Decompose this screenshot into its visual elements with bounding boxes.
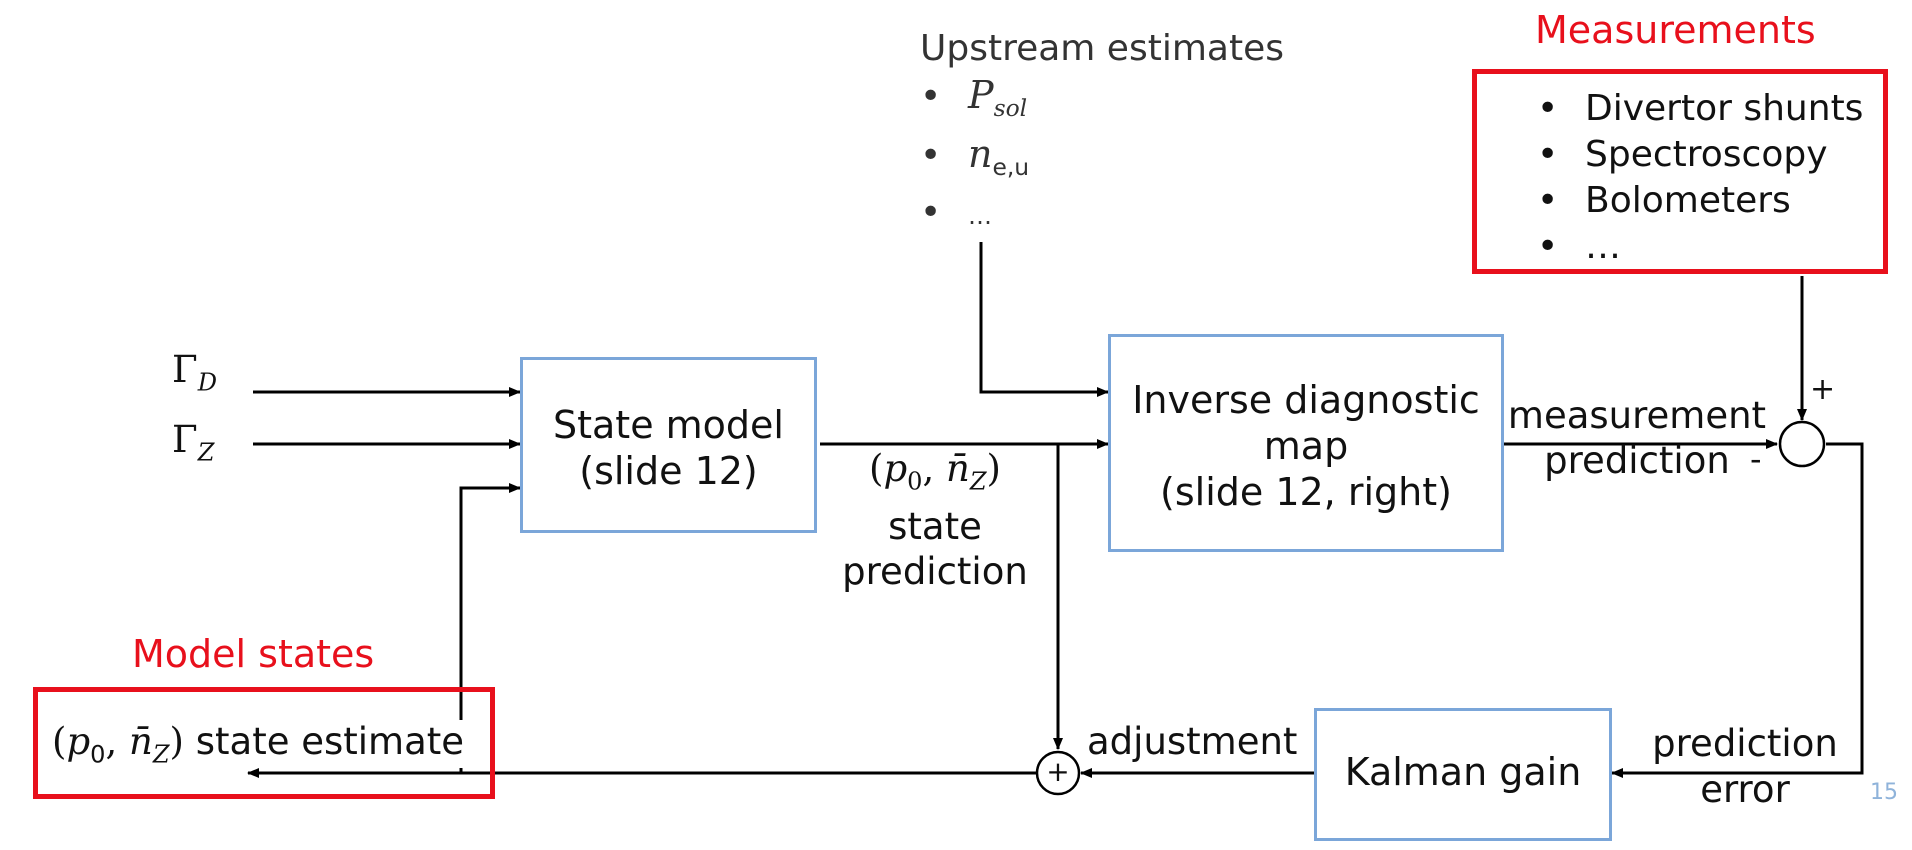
measurement-item: •… bbox=[1537, 226, 1621, 267]
state-estimate-feedback-arrow bbox=[459, 483, 521, 773]
gamma-d-symbol: Γ bbox=[172, 348, 198, 391]
upstream-title: Upstream estimates bbox=[920, 28, 1284, 69]
state-prediction-line1: state bbox=[888, 505, 982, 549]
state-model-block: State model (slide 12) bbox=[520, 357, 817, 533]
measurement-item: •Bolometers bbox=[1537, 180, 1791, 221]
gamma-d-label: ΓD bbox=[172, 348, 217, 396]
gamma-z-subscript: Z bbox=[197, 438, 215, 467]
measurement-item: •Spectroscopy bbox=[1537, 134, 1828, 175]
prediction-error-arrow bbox=[1611, 442, 1864, 778]
gamma-z-symbol: Γ bbox=[172, 418, 198, 461]
measurement-prediction-label: measurement prediction bbox=[1506, 393, 1768, 483]
inverse-map-line3: (slide 12, right) bbox=[1160, 470, 1452, 514]
upstream-estimates: Upstream estimates •Psol •ne,u •… bbox=[920, 26, 1284, 239]
model-states-title: Model states bbox=[132, 632, 375, 676]
state-prediction-math: (p0, n̄Z) bbox=[869, 447, 1001, 496]
state-model-title: State model bbox=[553, 403, 784, 447]
prediction-error-line1: prediction bbox=[1652, 722, 1838, 765]
inverse-map-line1: Inverse diagnostic bbox=[1132, 378, 1480, 422]
plus-sign: + bbox=[1810, 372, 1836, 407]
state-estimate-label: (p0, n̄Z) state estimate bbox=[52, 720, 471, 769]
model-states-box: (p0, n̄Z) state estimate bbox=[33, 687, 495, 799]
minus-sign: - bbox=[1750, 440, 1762, 478]
kalman-gain-label: Kalman gain bbox=[1344, 750, 1582, 794]
adder-plus-sign: + bbox=[1046, 755, 1070, 788]
upstream-item: •ne,u bbox=[920, 132, 1030, 182]
upstream-item: •… bbox=[920, 192, 992, 234]
prediction-error-label: prediction error bbox=[1640, 721, 1850, 813]
prediction-error-line2: error bbox=[1700, 768, 1790, 811]
summing-junction bbox=[1778, 420, 1826, 468]
upstream-item: •Psol bbox=[920, 73, 1028, 123]
measurements-box: •Divertor shunts •Spectroscopy •Bolomete… bbox=[1472, 69, 1888, 274]
page-number: 15 bbox=[1870, 780, 1898, 805]
gamma-d-subscript: D bbox=[197, 368, 217, 397]
measurement-item: •Divertor shunts bbox=[1537, 88, 1864, 129]
state-model-subtitle: (slide 12) bbox=[579, 449, 758, 493]
gamma-z-label: ΓZ bbox=[172, 418, 214, 466]
adder-junction bbox=[1035, 750, 1081, 796]
inverse-diagnostic-map-block: Inverse diagnostic map (slide 12, right) bbox=[1108, 334, 1504, 552]
measurement-prediction-line2: prediction bbox=[1544, 439, 1730, 482]
measurements-title: Measurements bbox=[1535, 8, 1816, 52]
adjustment-label: adjustment bbox=[1087, 720, 1298, 763]
state-prediction-label: (p0, n̄Z) state prediction bbox=[830, 446, 1040, 594]
inverse-map-line2: map bbox=[1263, 424, 1349, 468]
upstream-arrow bbox=[979, 242, 1109, 397]
state-prediction-line2: prediction bbox=[842, 550, 1028, 594]
measurement-prediction-line1: measurement bbox=[1507, 394, 1767, 437]
kalman-gain-block: Kalman gain bbox=[1314, 708, 1612, 841]
